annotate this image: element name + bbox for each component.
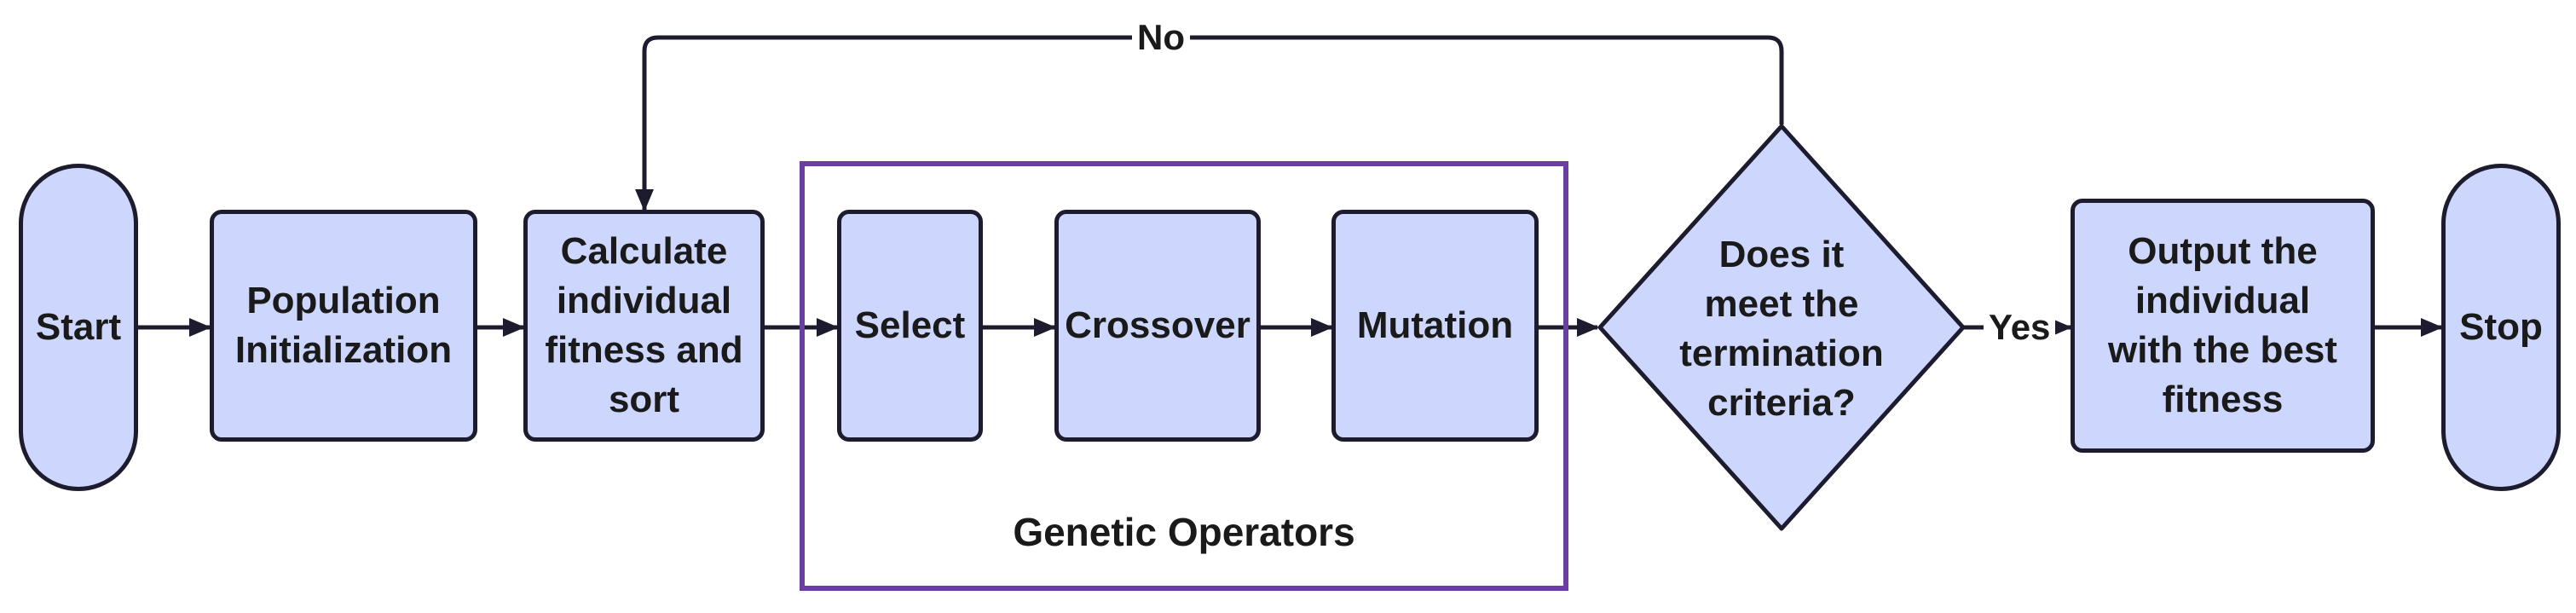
stop-label: Stop xyxy=(2459,306,2543,348)
decision-diamond xyxy=(1597,124,1966,531)
mutation-label: Mutation xyxy=(1356,304,1514,346)
stop-node[interactable]: Stop xyxy=(2441,164,2561,491)
calculate-fitness-label: Calculate individual fitness and sort xyxy=(545,230,743,420)
population-initialization-node[interactable]: Population Initialization xyxy=(210,210,477,442)
select-node[interactable]: Select xyxy=(837,210,983,442)
genetic-operators-group xyxy=(800,161,1568,591)
calculate-fitness-node[interactable]: Calculate individual fitness and sort xyxy=(523,210,765,442)
select-label: Select xyxy=(854,304,966,346)
population-initialization-label: Population Initialization xyxy=(234,280,453,371)
no-edge-label: No xyxy=(1132,15,1190,60)
start-label: Start xyxy=(35,306,122,348)
start-node[interactable]: Start xyxy=(19,164,138,491)
crossover-label: Crossover xyxy=(1065,304,1250,346)
mutation-node[interactable]: Mutation xyxy=(1331,210,1539,442)
arrow-no-loop-to-calculate xyxy=(635,35,1784,211)
termination-decision-node[interactable]: Does it meet the termination criteria? xyxy=(1600,201,1963,457)
yes-edge-label: Yes xyxy=(1984,305,2056,350)
output-best-individual-node[interactable]: Output the individual with the best fitn… xyxy=(2071,199,2375,453)
termination-decision-label: Does it meet the termination criteria? xyxy=(1679,234,1884,424)
output-best-individual-label: Output the individual with the best fitn… xyxy=(2108,230,2337,420)
crossover-node[interactable]: Crossover xyxy=(1054,210,1261,442)
genetic-operators-label: Genetic Operators xyxy=(1013,510,1355,554)
